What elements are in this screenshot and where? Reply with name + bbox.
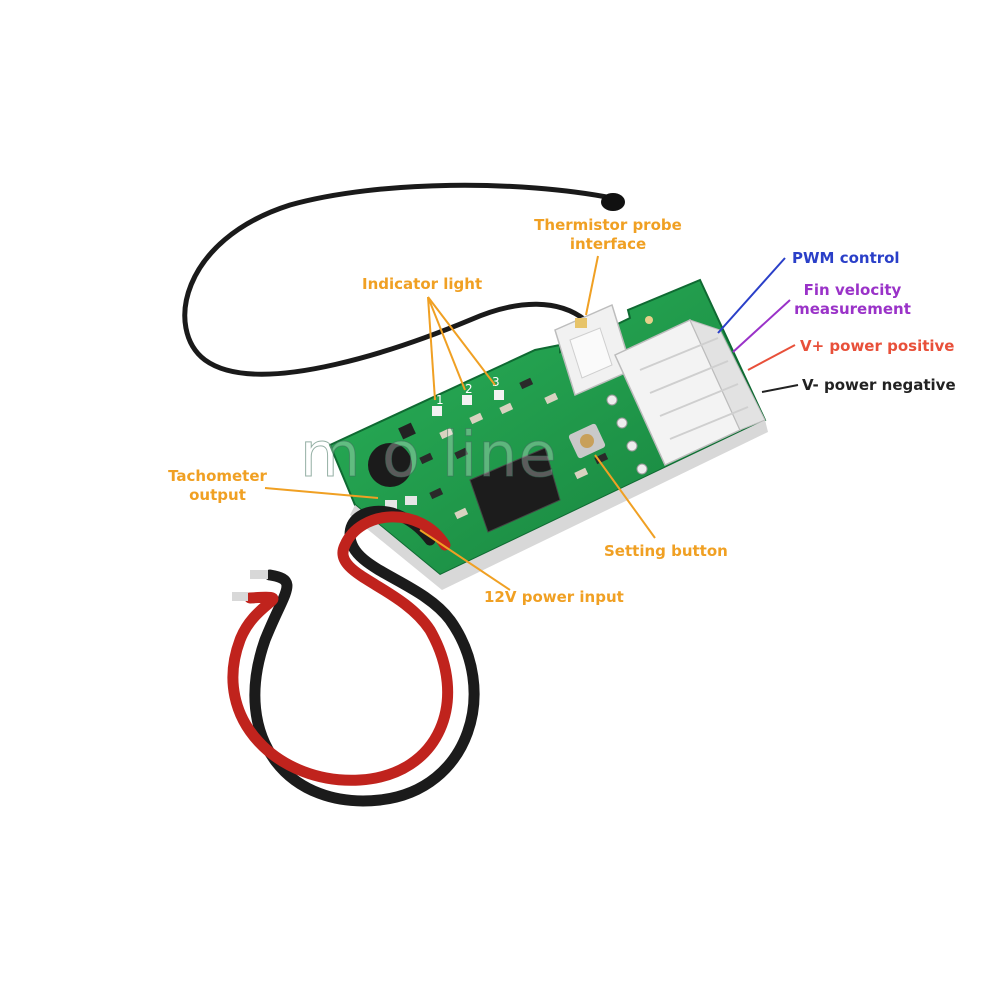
watermark: m o line <box>300 418 558 492</box>
v-minus-label: V- power negative <box>802 376 956 394</box>
led-number-1: 1 <box>436 393 444 407</box>
setting-button-cap <box>580 434 594 448</box>
red-power-wire <box>227 511 454 786</box>
v-plus-label: V+ power positive <box>800 337 955 355</box>
tachometer-line1: Tachometer <box>168 467 267 485</box>
thermistor-label-line1: Thermistor probe <box>534 216 682 234</box>
led-number-3: 3 <box>492 375 500 389</box>
fin-velocity-line2: measurement <box>794 300 911 318</box>
fin-velocity-line1: Fin velocity <box>803 281 902 299</box>
thermistor-connector <box>554 303 633 397</box>
led-3 <box>494 390 504 400</box>
callout-lines <box>264 255 799 591</box>
ic-chip <box>469 447 561 533</box>
indicator-light-label: Indicator light <box>362 275 483 293</box>
fan-connector-pins <box>606 394 648 475</box>
led-2 <box>462 395 472 405</box>
thermistor-probe-label: Thermistor probe interface <box>528 216 688 254</box>
fin-velocity-label: Fin velocity measurement <box>790 281 915 319</box>
thermistor-wire <box>182 182 615 377</box>
black-wire-end <box>250 570 268 579</box>
fan-connector <box>614 319 766 466</box>
power-input-label: 12V power input <box>484 588 624 606</box>
led-number-2: 2 <box>465 382 473 396</box>
thermistor-label-line2: interface <box>569 235 647 253</box>
setting-button-label: Setting button <box>604 542 728 560</box>
red-wire-end <box>232 592 248 601</box>
pwm-control-label: PWM control <box>792 249 900 267</box>
tachometer-output-label: Tachometer output <box>160 467 275 505</box>
tachometer-line2: output <box>189 486 246 504</box>
transistor <box>368 443 412 487</box>
thermistor-probe-tip <box>601 193 625 211</box>
led-1 <box>432 406 442 416</box>
